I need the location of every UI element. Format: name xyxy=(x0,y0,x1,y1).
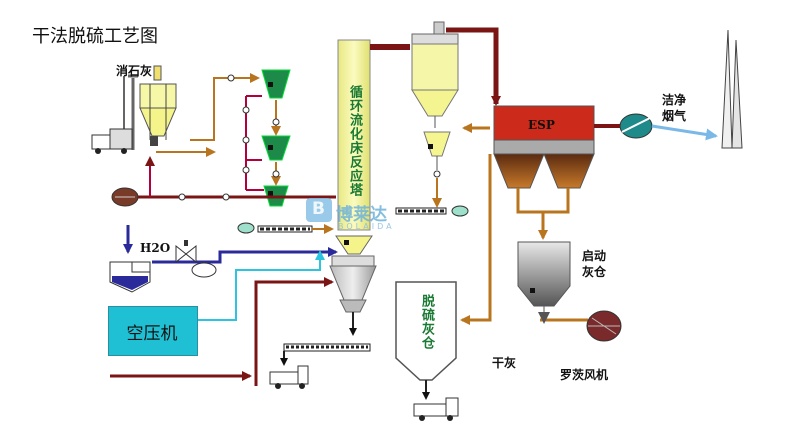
desulf-ash-silo xyxy=(395,281,457,400)
clean-gas-label: 洁净烟气 xyxy=(662,93,687,123)
lime-silo xyxy=(139,65,177,146)
lime-transport-line xyxy=(156,73,260,157)
esp-ash-lines xyxy=(460,123,588,325)
clean-gas-flow xyxy=(651,124,718,141)
cyclone-bottom-hopper xyxy=(423,131,451,208)
flue-inlet xyxy=(110,277,334,386)
esp-label: ESP xyxy=(528,118,555,132)
roots-fan-label: 罗茨风机 xyxy=(560,368,609,382)
cyclone-to-esp-duct xyxy=(446,27,501,106)
lime-label: 消石灰 xyxy=(116,64,153,78)
watermark-subtext: BOLAIDA xyxy=(338,222,395,231)
conveyor-right xyxy=(395,205,469,217)
water-supply xyxy=(123,225,338,264)
green-hoppers xyxy=(261,69,291,207)
reactor-tower xyxy=(337,39,371,231)
tower-label: 循环流化床反应塔 xyxy=(347,85,362,197)
desulf-ash-label: 脱硫灰仓 xyxy=(419,294,434,350)
watermark-logo-letter: B xyxy=(312,199,325,219)
roots-fan xyxy=(586,310,622,342)
compressor-box xyxy=(108,306,198,356)
h2o-label: H2O xyxy=(140,241,171,255)
startup-ash-label: 启动灰仓 xyxy=(582,249,607,279)
watermark-logo xyxy=(306,198,332,222)
water-tank xyxy=(109,261,217,293)
esp-precipitator xyxy=(493,105,595,189)
ash-truck xyxy=(413,397,459,421)
conveyor-left xyxy=(237,222,334,234)
esp-fan xyxy=(594,113,653,139)
chimney xyxy=(721,29,743,149)
diagram-title: 干法脱硫工艺图 xyxy=(32,26,158,47)
startup-ash-silo xyxy=(517,241,571,324)
dry-ash-label: 干灰 xyxy=(492,356,517,370)
bottom-conveyor xyxy=(280,343,371,366)
air-header-lines xyxy=(138,95,336,201)
compressor-label: 空压机 xyxy=(126,324,178,344)
compressor-air-line xyxy=(196,250,325,321)
tower-mixer xyxy=(329,235,377,336)
cyclone xyxy=(411,21,459,128)
left-fan xyxy=(111,187,139,207)
bottom-truck xyxy=(269,365,309,389)
lime-truck xyxy=(91,128,133,154)
watermark-text: 博莱达 xyxy=(336,205,387,225)
